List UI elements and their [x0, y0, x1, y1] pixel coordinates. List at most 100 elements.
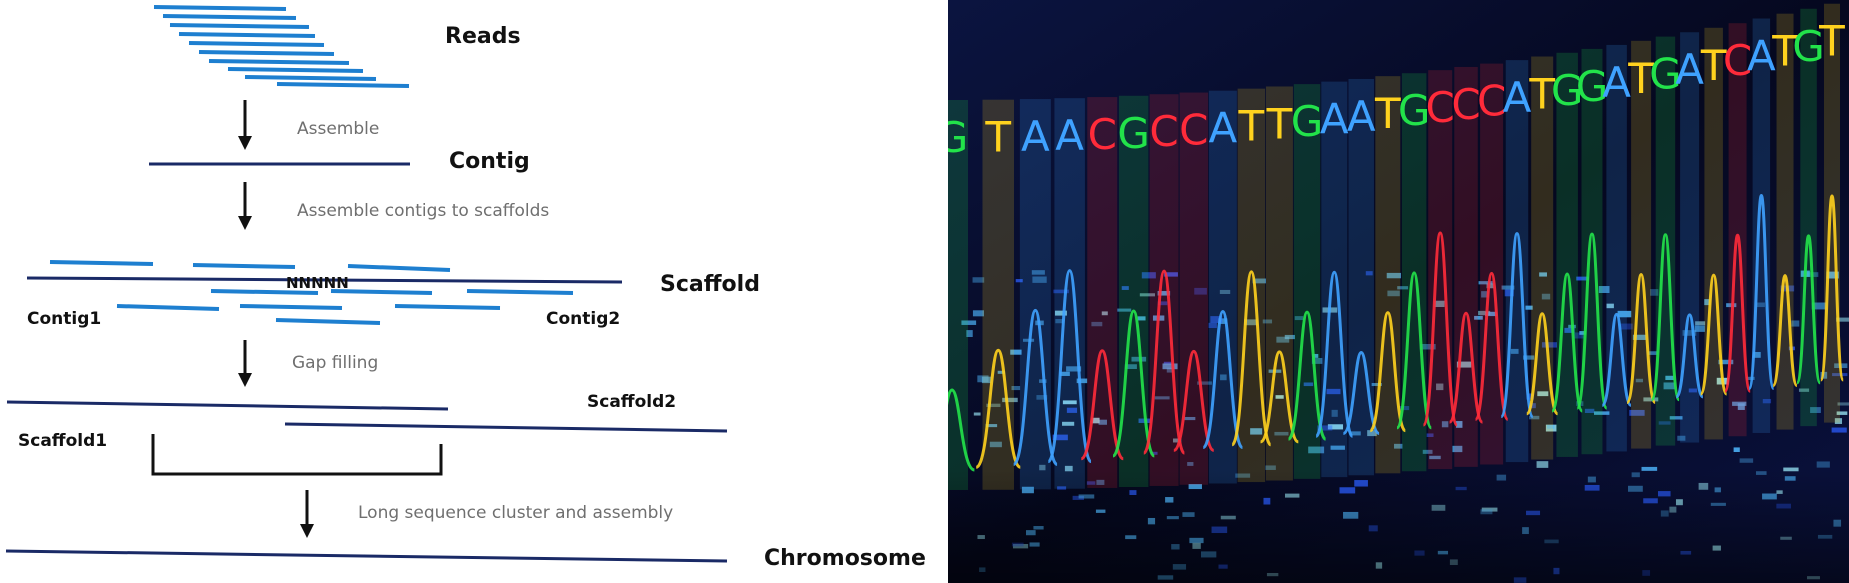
glow-dot — [1210, 316, 1223, 323]
dna-letter: T — [1374, 89, 1401, 138]
reads-label: Reads — [445, 24, 521, 49]
arrow-long-sequence — [300, 490, 314, 538]
read-segment — [198, 50, 335, 56]
glow-dot — [1066, 366, 1082, 372]
dna-letter: T — [1266, 99, 1293, 148]
glow-dot — [1397, 286, 1409, 290]
glow-dot — [1704, 299, 1711, 306]
dna-letter: G — [1117, 109, 1150, 158]
glow-dot — [1436, 383, 1444, 391]
glow-dot — [1695, 321, 1706, 326]
glow-dot — [1002, 397, 1018, 403]
read-segment — [169, 23, 310, 29]
glow-dot — [1166, 367, 1174, 373]
color-band — [1149, 94, 1179, 486]
glow-dot — [1504, 289, 1514, 297]
assemble-contigs-label: Assemble contigs to scaffolds — [297, 201, 549, 221]
read-segment — [394, 304, 501, 310]
glow-dot — [986, 403, 1001, 408]
glow-dot — [1218, 318, 1228, 324]
glow-dot — [1669, 416, 1683, 420]
glow-dot — [1076, 378, 1088, 384]
chromatogram-peak — [1474, 271, 1510, 421]
glow-dot — [1429, 455, 1441, 460]
glow-dot — [1816, 461, 1830, 468]
glow-dot — [1163, 361, 1172, 365]
glow-dot — [1031, 270, 1045, 275]
glow-dot — [1663, 382, 1676, 390]
read-segment — [466, 289, 574, 295]
contig2-label: Contig2 — [546, 309, 620, 329]
dna-letter: C — [1426, 83, 1455, 132]
chromatogram-peaks — [948, 193, 1845, 472]
glow-dot — [1154, 396, 1170, 400]
glow-dot — [972, 310, 984, 317]
glow-dot — [1349, 431, 1361, 436]
dna-letter: G — [936, 113, 969, 162]
scaffold1-label: Scaffold1 — [18, 431, 107, 451]
glow-dot — [1635, 378, 1644, 383]
read-segment — [276, 82, 410, 88]
chromatogram-peak — [1012, 308, 1059, 466]
glow-dot — [1275, 395, 1284, 399]
chromatogram-peak — [1111, 309, 1156, 458]
glow-dot — [1539, 272, 1547, 277]
glow-dot — [1150, 451, 1158, 455]
glow-dot — [1573, 332, 1584, 339]
glow-dot — [1394, 443, 1403, 449]
glow-dot — [1208, 322, 1217, 329]
chromatogram-peak — [1600, 312, 1633, 407]
color-band — [1428, 70, 1453, 470]
glow-dot — [1836, 411, 1848, 415]
glow-dot — [1219, 289, 1231, 294]
color-band — [1054, 98, 1085, 489]
glow-dot — [1053, 289, 1069, 294]
color-band — [1019, 99, 1051, 490]
dna-letter: C — [1723, 36, 1752, 85]
chromatogram-peak — [1723, 233, 1752, 393]
glow-dot — [1187, 462, 1194, 466]
glow-dot — [1746, 376, 1755, 380]
glow-dot — [1837, 402, 1849, 406]
scaffold-assembly — [49, 260, 574, 325]
dna-letter: T — [1238, 102, 1265, 151]
glow-dot — [1523, 355, 1535, 360]
glow-dot — [1783, 467, 1799, 472]
glow-dot — [1386, 272, 1402, 279]
glow-dot — [1032, 276, 1047, 283]
read-segment — [210, 289, 319, 295]
glow-dot — [1194, 287, 1207, 295]
glow-dot — [1641, 466, 1658, 471]
glow-dot — [1098, 419, 1107, 425]
glow-dot — [1303, 382, 1314, 387]
chromatogram-peak — [1674, 313, 1705, 399]
glow-dot — [1317, 425, 1333, 431]
glow-dot — [1294, 316, 1304, 321]
chromatogram-peak — [1201, 309, 1244, 449]
glow-dot — [1737, 403, 1745, 410]
color-band — [1581, 48, 1603, 455]
glow-dot — [966, 330, 973, 338]
glow-dot — [1265, 465, 1276, 470]
chromatogram-peak — [1046, 269, 1093, 464]
glow-dot — [1327, 424, 1344, 430]
glow-dot — [1732, 401, 1747, 406]
contig1-label: Contig1 — [27, 309, 101, 329]
dna-letter: A — [1675, 45, 1704, 94]
glow-dot — [1525, 305, 1533, 310]
glow-dot — [972, 277, 985, 283]
chromatogram-peak — [1448, 311, 1484, 424]
glow-dot — [1629, 409, 1645, 416]
glow-dot — [1062, 400, 1077, 405]
glow-dot — [1311, 357, 1323, 364]
glow-dot — [1836, 317, 1849, 322]
chromatogram-peak — [1575, 232, 1609, 410]
color-band — [1655, 36, 1676, 446]
glow-dot — [1536, 461, 1549, 468]
dna-letter: T — [984, 113, 1011, 162]
glow-dot — [1367, 430, 1377, 437]
dna-letter: A — [1208, 104, 1237, 153]
glow-dot — [1117, 308, 1132, 312]
glow-dot — [1015, 279, 1023, 283]
